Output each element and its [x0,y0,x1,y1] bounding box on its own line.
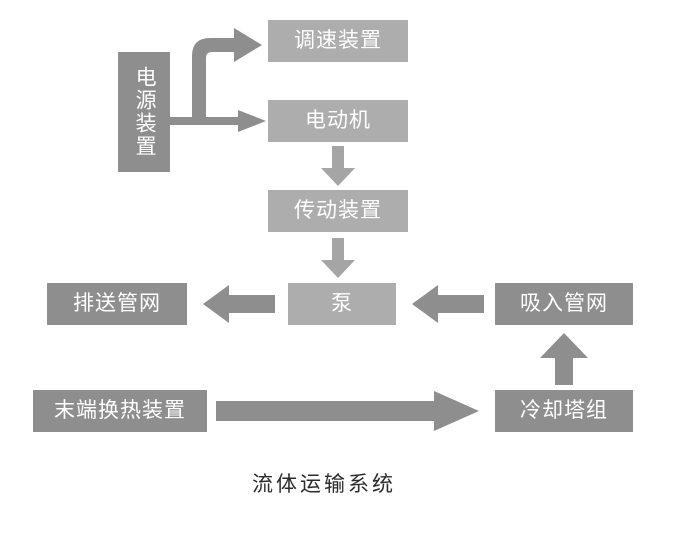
node-pump[interactable]: 泵 [288,283,396,325]
node-speed-governor[interactable]: 调速装置 [268,20,408,62]
node-terminal-exchanger[interactable]: 末端换热装置 [33,390,207,432]
node-electric-motor-label: 电动机 [305,108,371,132]
node-power-supply[interactable]: 电源装置 [118,52,170,172]
node-speed-governor-label: 调速装置 [294,28,382,52]
arrow-suction-to-pump [412,285,484,323]
node-suction-network[interactable]: 吸入管网 [495,283,633,325]
arrow-terminal-to-cooling [216,391,479,431]
node-terminal-exchanger-label: 末端换热装置 [54,398,186,422]
arrow-motor-to-transmission [321,146,355,186]
node-transmission-label: 传动装置 [294,198,382,222]
arrow-transmission-to-pump [321,238,355,278]
arrow-cooling-to-suction [540,333,588,385]
node-suction-network-label: 吸入管网 [520,291,608,315]
arrow-power-to-motor [170,110,266,132]
node-discharge-network[interactable]: 排送管网 [47,283,187,325]
node-power-supply-label: 电源装置 [133,66,157,158]
node-electric-motor[interactable]: 电动机 [268,100,408,142]
node-cooling-towers-label: 冷却塔组 [520,398,608,422]
diagram-caption: 流体运输系统 [252,472,396,496]
arrow-power-to-governor [186,28,266,120]
arrow-pump-to-discharge [203,285,275,323]
node-pump-label: 泵 [331,291,353,315]
node-cooling-towers[interactable]: 冷却塔组 [495,390,633,432]
node-discharge-network-label: 排送管网 [73,291,161,315]
node-transmission[interactable]: 传动装置 [268,190,408,232]
